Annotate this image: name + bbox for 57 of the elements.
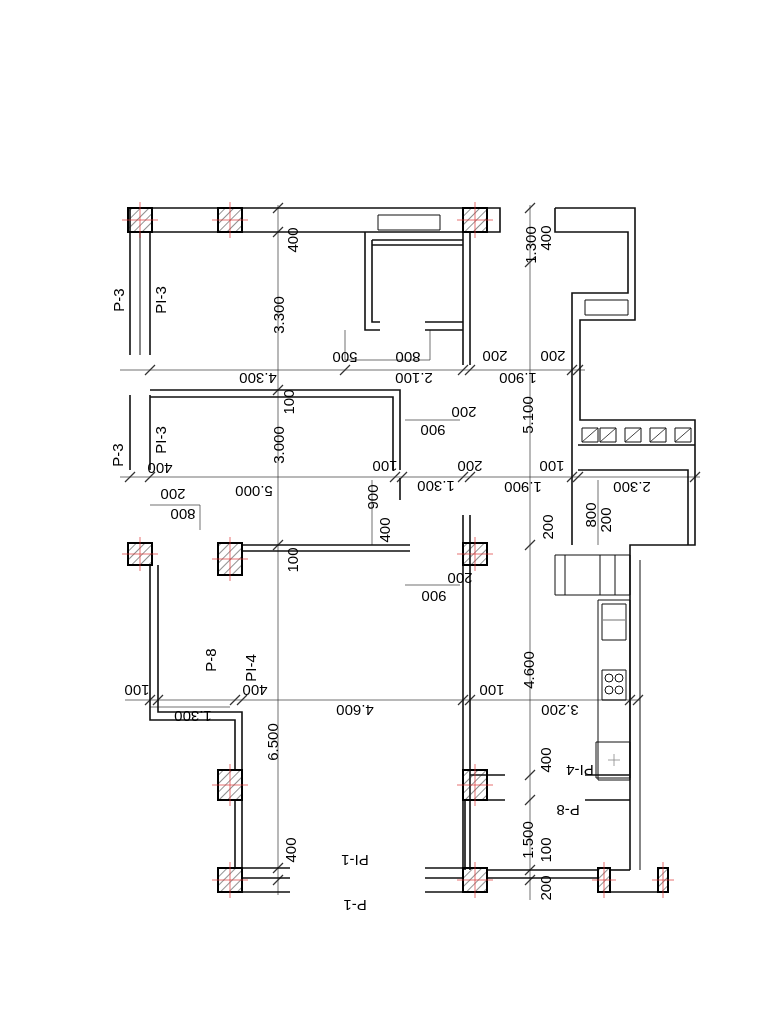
- beam-label: P-3: [109, 288, 127, 312]
- dimension-value: 5.000: [235, 482, 273, 500]
- dimension-value: 100: [536, 837, 554, 863]
- dimension-value: 200: [482, 347, 508, 365]
- dimension-value: 3.000: [269, 426, 287, 464]
- dimension-value: 400: [283, 227, 301, 253]
- dimension-value: 100: [372, 457, 398, 475]
- dimension-value: 3.300: [269, 296, 287, 334]
- dimension-value: 100: [479, 681, 505, 699]
- dimension-value: 3.200: [541, 701, 579, 719]
- dimension-value: 500: [332, 348, 358, 366]
- dimension-value: 1.300: [521, 226, 539, 264]
- beam-label: P-8: [201, 648, 219, 672]
- dimension-value: 900: [421, 587, 447, 605]
- beam-label: PI-4: [241, 654, 259, 682]
- dimension-value: 1.900: [499, 369, 537, 387]
- dimension-value: 200: [538, 514, 556, 540]
- dimension-value: 6.500: [263, 723, 281, 761]
- dimension-value: 400: [281, 837, 299, 863]
- beam-label: PI-4: [566, 761, 594, 779]
- dimension-value: 200: [457, 457, 483, 475]
- dimension-value: 800: [581, 502, 599, 528]
- dimension-value: 200: [160, 485, 186, 503]
- dimension-value: 400: [375, 517, 393, 543]
- dimension-value: 2.100: [395, 369, 433, 387]
- dimension-value: 100: [283, 547, 301, 573]
- beam-label: P-3: [108, 443, 126, 467]
- dimension-value: 100: [539, 457, 565, 475]
- dimension-value: 400: [536, 747, 554, 773]
- dimension-value: 900: [363, 484, 381, 510]
- dimension-value: 4.600: [336, 701, 374, 719]
- dimension-value: 100: [124, 681, 150, 699]
- dimension-value: 100: [279, 389, 297, 415]
- dimension-value: 1.300: [417, 477, 455, 495]
- dimension-value: 800: [395, 348, 421, 366]
- dimension-value: 1.300: [174, 707, 212, 725]
- dimension-value: 2.300: [613, 478, 651, 496]
- beam-label: PI-1: [341, 851, 369, 869]
- dimension-value: 400: [147, 459, 173, 477]
- dimension-value: 800: [170, 505, 196, 523]
- dimension-value: 400: [242, 681, 268, 699]
- dimension-value: 5.100: [518, 396, 536, 434]
- dimension-value: 4.300: [239, 369, 277, 387]
- dimension-value: 1.500: [518, 821, 536, 859]
- dimension-value: 1.900: [504, 478, 542, 496]
- beam-label: PI-3: [151, 426, 169, 454]
- dimension-value: 200: [451, 403, 477, 421]
- dimension-value: 400: [536, 225, 554, 251]
- dimension-value: 200: [596, 507, 614, 533]
- dimension-value: 200: [536, 875, 554, 901]
- dimension-value: 4.600: [519, 651, 537, 689]
- beam-label: PI-3: [151, 286, 169, 314]
- beam-label: P-8: [556, 801, 580, 819]
- dimension-value: 900: [420, 421, 446, 439]
- dimension-value: 200: [540, 347, 566, 365]
- dimension-value: 200: [447, 569, 473, 587]
- beam-label: P-1: [343, 896, 367, 914]
